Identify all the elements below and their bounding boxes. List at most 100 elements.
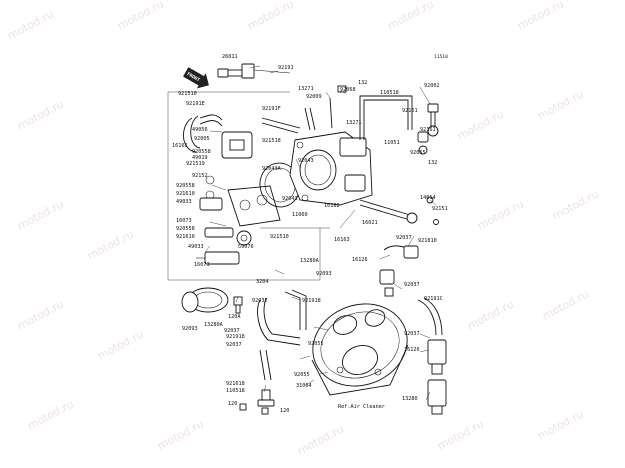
part-label: 921610 [176, 191, 195, 197]
leader-lines [204, 65, 437, 401]
part-label: 92002 [424, 83, 440, 89]
part-label: 921519 [186, 161, 205, 167]
connector-part [217, 63, 291, 79]
fuel-rail-part [227, 185, 281, 246]
part-label: 920558 [176, 183, 195, 189]
hose-part [379, 245, 419, 297]
part-label: 31064 [296, 383, 312, 389]
part-label: 49019 [192, 155, 208, 161]
watermark-text: motod.ru [515, 0, 566, 33]
front-arrow-icon: FRONT [183, 67, 209, 89]
part-label: 921510 [270, 234, 289, 240]
watermark-text: motod.ru [435, 417, 486, 452]
bracket-rod [337, 85, 413, 140]
part-label: 13280A [204, 322, 224, 328]
part-label: 921918 [226, 334, 245, 340]
assembly-brackets [167, 91, 330, 281]
part-label: 13280A [300, 258, 320, 264]
bolt-group [417, 103, 439, 155]
watermark-text: motod.ru [540, 287, 591, 322]
part-label: 92093 [182, 326, 198, 332]
breather-hose-part [417, 297, 447, 415]
watermark-text: motod.ru [455, 107, 506, 142]
watermark-text: motod.ru [95, 327, 146, 362]
part-label: 92037 [252, 298, 268, 304]
part-label: 11051 [384, 140, 400, 146]
part-label: 49033 [188, 244, 204, 250]
watermark-text: motod.ru [15, 297, 66, 332]
part-label: 920558 [176, 226, 195, 232]
part-label: 92043 [298, 158, 314, 164]
part-label: 3204 [256, 279, 269, 285]
part-label: 14014 [420, 195, 436, 201]
watermark-text: motod.ru [15, 197, 66, 232]
part-label: 16126 [352, 257, 368, 263]
part-label: 92055 [410, 150, 426, 156]
part-label: 921918 [302, 298, 321, 304]
part-label: 13271 [298, 86, 314, 92]
part-label: 92191C [424, 296, 443, 302]
watermark-text: motod.ru [535, 87, 586, 122]
part-label: 92191 [278, 65, 294, 71]
part-label: 920558 [192, 149, 211, 155]
part-label: 16126 [404, 347, 420, 353]
hose-part [183, 114, 223, 153]
part-label: 132 [358, 80, 367, 86]
sheet-number: 11510 [434, 54, 448, 60]
part-label: 92161 [402, 108, 418, 114]
watermark-text: motod.ru [475, 197, 526, 232]
part-label: 16021 [362, 220, 378, 226]
watermark-text: motod.ru [535, 407, 586, 442]
part-label: 120A [228, 314, 241, 320]
part-label: 92093 [316, 271, 332, 277]
part-label: 92037 [396, 235, 412, 241]
watermark-text: motod.ru [295, 422, 346, 457]
part-label: 92191E [186, 101, 205, 107]
part-label: 13271 [346, 120, 362, 126]
part-label: 921610 [176, 234, 195, 240]
part-label: 92161 [420, 127, 436, 133]
part-label: 11060 [292, 212, 308, 218]
part-label: 16182 [324, 203, 340, 209]
part-label: 49033 [176, 199, 192, 205]
hose-part [257, 289, 307, 381]
watermark-text: motod.ru [155, 417, 206, 452]
watermark-layer: motod.ru motod.ru motod.ru motod.ru moto… [5, 0, 601, 458]
watermark-text: motod.ru [385, 0, 436, 33]
part-label: 110518 [226, 388, 245, 394]
part-label: 92151 [432, 206, 448, 212]
part-label: 59076 [238, 244, 254, 250]
part-label: 92037 [224, 328, 240, 334]
part-label: 92043A [262, 166, 282, 172]
part-label: 16163 [334, 237, 350, 243]
air-cleaner-housing [311, 303, 409, 396]
watermark-text: motod.ru [25, 397, 76, 432]
watermark-text: motod.ru [550, 187, 601, 222]
throttle-body [289, 131, 373, 206]
clamp-part [181, 287, 229, 313]
part-label: 110518 [380, 90, 399, 96]
watermark-text: motod.ru [15, 97, 66, 132]
part-label: 132 [428, 160, 437, 166]
linkage-part [359, 196, 439, 225]
part-label: 120 [280, 408, 289, 414]
part-label: 16073 [194, 262, 210, 268]
part-label: 26011 [222, 54, 238, 60]
part-label: 921518 [262, 138, 281, 144]
part-label: 92037 [404, 331, 420, 337]
watermark-text: motod.ru [115, 0, 166, 33]
part-label: 92009 [306, 94, 322, 100]
watermark-text: motod.ru [245, 0, 296, 33]
part-label: 16162 [172, 143, 188, 149]
part-label: 92068 [340, 87, 356, 93]
part-label: 120 [228, 401, 237, 407]
injector-assembly [196, 131, 253, 265]
part-label: 921618 [226, 381, 245, 387]
part-label: 921810 [418, 238, 437, 244]
part-label: 92043 [282, 196, 298, 202]
part-label: 92037 [404, 282, 420, 288]
part-labels: 26011 92191 13271 92068 132 110518 92002… [172, 54, 448, 414]
part-label: 49056 [192, 127, 208, 133]
vacuum-hose-part [261, 97, 333, 134]
